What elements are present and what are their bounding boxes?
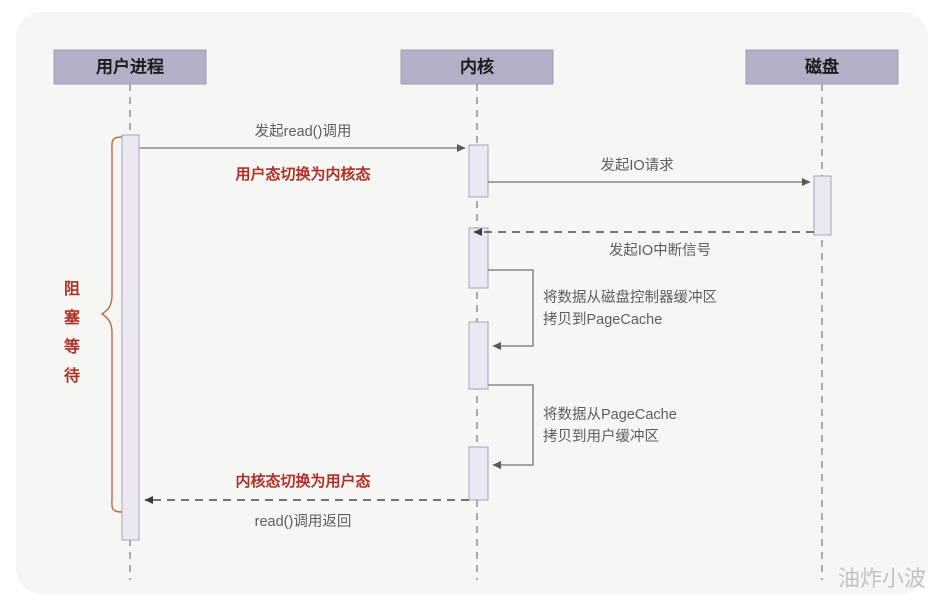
message-arrow-copy-disk-to-pagecache [488,269,534,350]
blocking-wait-char-3: 待 [64,366,80,385]
activation-bars [121,134,832,541]
activation-kernel-pagecache [468,321,489,390]
annotation-user-to-kernel-mode: 用户态切换为内核态 [235,165,370,183]
annotation-kernel-to-user-mode: 内核态切换为用户态 [235,472,370,490]
participant-box-user-process[interactable] [53,49,207,85]
message-label-copy-pagecache-to-userbuf-line1: 将数据从PageCache [543,406,677,423]
message-copy-pagecache-to-userbuf[interactable]: 将数据从PageCache 拷贝到用户缓冲区 [488,384,677,469]
participant-disk[interactable]: 磁盘 [745,49,899,85]
watermark-text: 油炸小波 [838,566,926,591]
message-io-request[interactable]: 发起IO请求 [488,157,811,186]
message-label-read-return: read()调用返回 [255,513,352,530]
participant-box-disk[interactable] [745,49,899,85]
message-copy-disk-to-pagecache[interactable]: 将数据从磁盘控制器缓冲区 拷贝到PageCache [488,269,717,350]
message-io-interrupt[interactable]: 发起IO中断信号 [473,228,814,259]
blocking-wait-brace-icon [100,136,123,513]
annotation-blocking-wait: 阻 塞 等 待 [63,136,123,513]
blocking-wait-char-2: 等 [63,337,80,356]
activation-disk [813,175,832,236]
blocking-wait-char-0: 阻 [64,280,80,298]
message-label-read-call: 发起read()调用 [255,123,352,140]
blocking-wait-char-1: 塞 [64,308,81,327]
activation-kernel-syscall [468,144,489,198]
message-read-call[interactable]: 发起read()调用 [140,123,466,152]
participant-label-kernel: 内核 [460,56,494,76]
activation-user-process [121,134,140,541]
participant-kernel[interactable]: 内核 [400,49,554,85]
activation-kernel-interrupt [468,227,489,289]
participant-label-user-process: 用户进程 [96,56,164,76]
participant-label-disk: 磁盘 [805,56,839,76]
message-label-io-interrupt: 发起IO中断信号 [609,242,711,259]
participant-box-kernel[interactable] [400,49,554,85]
message-label-copy-disk-to-pagecache-line2: 拷贝到PageCache [543,311,662,328]
message-arrow-copy-pagecache-to-userbuf [488,384,534,469]
message-label-copy-pagecache-to-userbuf-line2: 拷贝到用户缓冲区 [543,428,659,445]
message-label-io-request: 发起IO请求 [600,157,674,174]
message-label-copy-disk-to-pagecache-line1: 将数据从磁盘控制器缓冲区 [543,288,717,306]
message-read-return[interactable]: read()调用返回 [144,496,469,530]
participant-user-process[interactable]: 用户进程 [53,49,207,85]
activation-kernel-return [468,446,489,501]
